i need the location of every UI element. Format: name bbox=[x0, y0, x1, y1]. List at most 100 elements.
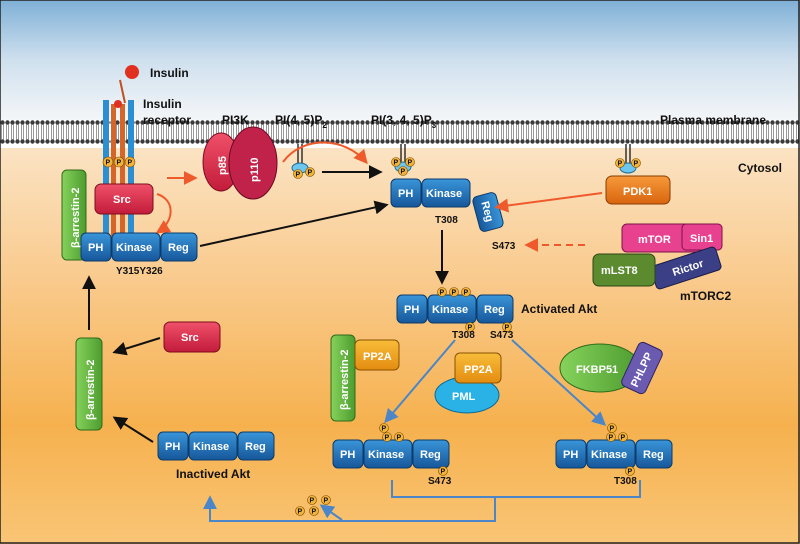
svg-text:P: P bbox=[310, 498, 315, 505]
svg-text:Reg: Reg bbox=[420, 449, 441, 461]
svg-text:PML: PML bbox=[452, 391, 476, 403]
svg-text:P: P bbox=[408, 160, 413, 167]
svg-text:Kinase: Kinase bbox=[426, 188, 462, 200]
beta-arrestin-2-lower: β-arrestin-2 bbox=[75, 337, 103, 431]
svg-text:β-arrestin-2: β-arrestin-2 bbox=[339, 349, 351, 410]
svg-text:P: P bbox=[634, 161, 639, 168]
svg-text:Reg: Reg bbox=[478, 200, 495, 223]
svg-text:P: P bbox=[298, 509, 303, 516]
svg-text:P: P bbox=[628, 469, 633, 476]
svg-text:P: P bbox=[468, 325, 473, 332]
svg-text:PDK1: PDK1 bbox=[623, 186, 652, 198]
svg-text:P: P bbox=[128, 160, 133, 167]
svg-text:P: P bbox=[505, 325, 510, 332]
svg-text:P: P bbox=[452, 290, 457, 297]
svg-text:P: P bbox=[382, 426, 387, 433]
insulin-receptor-label-line1: Insulin bbox=[143, 97, 182, 111]
svg-text:P: P bbox=[308, 170, 313, 177]
activated-akt-label: Activated Akt bbox=[521, 302, 597, 316]
svg-text:Sin1: Sin1 bbox=[690, 233, 713, 245]
svg-text:P: P bbox=[618, 161, 623, 168]
t308-membrane-label: T308 bbox=[435, 215, 458, 226]
insulin-receptor-label-line2: receptor bbox=[143, 113, 191, 127]
inactive-akt-to-arrestin-arrow bbox=[112, 416, 154, 443]
svg-text:mLST8: mLST8 bbox=[601, 265, 638, 277]
svg-text:P: P bbox=[397, 435, 402, 442]
insulin-label: Insulin bbox=[150, 66, 189, 80]
svg-text:p110: p110 bbox=[249, 158, 261, 182]
receptor-phospho-sites: P P P bbox=[102, 156, 136, 168]
cytosol-label: Cytosol bbox=[738, 161, 782, 175]
svg-text:P: P bbox=[385, 435, 390, 442]
akt-recruitment-arrow bbox=[199, 200, 389, 247]
akt-t308-only: PH Kinase Reg P P P bbox=[555, 432, 673, 476]
pdk1-to-t308-arrow bbox=[494, 192, 603, 213]
insulin-receptor bbox=[103, 100, 134, 260]
svg-text:β-arrestin-2: β-arrestin-2 bbox=[85, 359, 97, 420]
dephospho-return-path bbox=[210, 480, 641, 522]
svg-text:Reg: Reg bbox=[484, 304, 505, 316]
pi3k-complex: p85 p110 bbox=[202, 126, 278, 200]
svg-text:p85: p85 bbox=[217, 156, 229, 175]
free-phosphates: P P P P bbox=[295, 495, 331, 516]
svg-text:PP2A: PP2A bbox=[363, 351, 392, 363]
dephospho-arrow-left bbox=[384, 339, 456, 424]
pp2a-pml-complex: PML PP2A bbox=[434, 352, 502, 414]
svg-text:Kinase: Kinase bbox=[432, 304, 468, 316]
beta-arrestin-2-top: β-arrestin-2 bbox=[61, 169, 87, 261]
svg-text:P: P bbox=[401, 169, 406, 176]
svg-text:β-arrestin-2: β-arrestin-2 bbox=[70, 187, 82, 248]
phosphate-release-arrow bbox=[319, 504, 343, 521]
svg-text:P: P bbox=[106, 160, 111, 167]
pip3-lipid: P P P bbox=[391, 144, 415, 176]
y315y326-label: Y315Y326 bbox=[116, 266, 163, 277]
pdk1: P P PDK1 bbox=[605, 144, 671, 205]
akt-activated: PH Kinase Reg P P P P P bbox=[396, 287, 514, 332]
svg-text:P: P bbox=[609, 435, 614, 442]
svg-text:mTOR: mTOR bbox=[638, 234, 671, 246]
beta-arrestin-2-pp2a-complex: β-arrestin-2 PP2A bbox=[330, 334, 400, 422]
insulin-ligand bbox=[119, 65, 139, 104]
s473-membrane-label: S473 bbox=[492, 241, 516, 252]
released-phosphate-left: P bbox=[379, 423, 389, 433]
svg-text:P: P bbox=[610, 426, 615, 433]
pi3k-phosphorylation-arrow bbox=[282, 141, 368, 165]
svg-text:Kinase: Kinase bbox=[193, 441, 229, 453]
inactived-akt-label: Inactived Akt bbox=[176, 467, 250, 481]
t308-right-label: T308 bbox=[614, 476, 637, 487]
src-top: Src bbox=[94, 183, 154, 215]
src-lower: Src bbox=[163, 321, 221, 353]
released-phosphate-right: P bbox=[607, 423, 617, 433]
dephospho-arrow-right bbox=[511, 339, 607, 426]
pi3k-label: PI3K bbox=[222, 113, 249, 127]
pip2-label: PI(4, 5)P2 bbox=[275, 113, 327, 130]
svg-text:Kinase: Kinase bbox=[116, 242, 152, 254]
mtorc2-complex: mTOR Sin1 Rictor mLST8 bbox=[592, 223, 723, 290]
t308-activated-label: T308 bbox=[452, 330, 475, 341]
svg-text:PH: PH bbox=[404, 304, 419, 316]
s473-left-label: S473 bbox=[428, 476, 452, 487]
svg-text:P: P bbox=[117, 160, 122, 167]
svg-text:Kinase: Kinase bbox=[368, 449, 404, 461]
svg-text:P: P bbox=[312, 509, 317, 516]
svg-text:Src: Src bbox=[181, 332, 199, 344]
pip3-label: PI(3, 4, 5)P3 bbox=[371, 113, 437, 130]
akt-inactive: PH Kinase Reg bbox=[157, 431, 275, 461]
svg-text:PH: PH bbox=[88, 242, 103, 254]
svg-text:Reg: Reg bbox=[643, 449, 664, 461]
src-to-arrestin-arrow bbox=[112, 337, 161, 356]
s473-activated-label: S473 bbox=[490, 330, 514, 341]
svg-text:PH: PH bbox=[398, 188, 413, 200]
svg-text:PH: PH bbox=[563, 449, 578, 461]
svg-text:Kinase: Kinase bbox=[591, 449, 627, 461]
svg-text:P: P bbox=[441, 469, 446, 476]
svg-text:P: P bbox=[464, 290, 469, 297]
svg-text:PH: PH bbox=[165, 441, 180, 453]
svg-text:Reg: Reg bbox=[245, 441, 266, 453]
akt-receptor-bound: PH Kinase Reg bbox=[80, 232, 198, 262]
svg-text:P: P bbox=[324, 498, 329, 505]
svg-text:PH: PH bbox=[340, 449, 355, 461]
svg-text:PP2A: PP2A bbox=[464, 364, 493, 376]
